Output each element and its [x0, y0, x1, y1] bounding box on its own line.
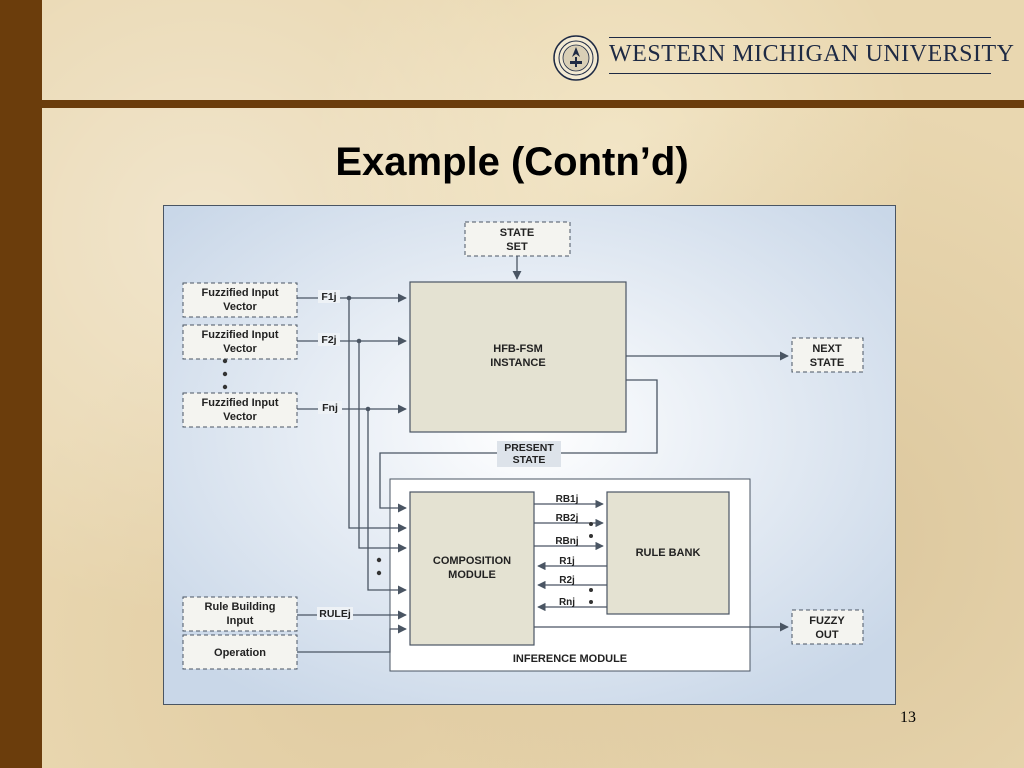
fnj-label: Fnj — [322, 402, 338, 414]
hfb-fsm-instance-box — [409, 281, 627, 433]
present-state-label-line-1: PRESENT — [504, 442, 554, 454]
fuzzy-out-label-line-1: FUZZY — [809, 615, 845, 627]
ellipsis-dot — [222, 371, 228, 377]
f1j-label-bg — [318, 290, 340, 303]
fnj-label-bg — [318, 401, 342, 414]
rule-bank-label: RULE BANK — [636, 547, 701, 559]
rule-building-input-line-1: Rule Building — [205, 601, 276, 613]
state-set-label-line-1: STATE — [500, 227, 534, 239]
state-set-label-line-2: SET — [506, 241, 528, 253]
fuzzified-input-2-line-2: Vector — [223, 343, 257, 355]
composition-module-box — [409, 491, 535, 646]
hfb-fsm-label-line-2: INSTANCE — [490, 357, 545, 369]
operation-line — [297, 624, 407, 653]
fuzzified-input-n-line-2: Vector — [223, 411, 257, 423]
left-bar — [0, 0, 42, 768]
fuzzified-input-2-line-1: Fuzzified Input — [202, 329, 279, 341]
rule-building-input-box — [182, 596, 298, 632]
fuzzified-input-1-line-1: Fuzzified Input — [202, 287, 279, 299]
fuzzy-out-box — [791, 609, 864, 645]
ellipsis-dot — [589, 588, 593, 592]
logo-rule-top — [609, 37, 991, 38]
composition-module-label-line-1: COMPOSITION — [433, 555, 511, 567]
r2j-label: R2j — [559, 575, 575, 586]
next-state-box — [791, 337, 864, 373]
ellipsis-dot — [376, 570, 382, 576]
fuzzified-input-2-box — [182, 324, 298, 360]
operation-box — [182, 634, 298, 670]
operation-label: Operation — [214, 647, 266, 659]
rule-bank-box — [606, 491, 730, 615]
ellipsis-dot — [589, 600, 593, 604]
fuzzy-out-label-line-2: OUT — [815, 629, 839, 641]
f1j-label: F1j — [321, 291, 336, 303]
logo-rule-bottom — [609, 73, 991, 74]
next-state-label-line-1: NEXT — [812, 343, 842, 355]
rulej-label-bg — [317, 607, 353, 620]
university-seal-icon — [553, 35, 599, 81]
page-number: 13 — [900, 709, 916, 726]
r1j-label: R1j — [559, 556, 575, 567]
hfb-fsm-diagram: INFERENCE MODULE STATE SET HFB-FSM INSTA… — [163, 205, 896, 705]
ellipsis-dot — [376, 557, 382, 563]
rb1j-label: RB1j — [556, 494, 579, 505]
inference-module-label: INFERENCE MODULE — [513, 653, 627, 665]
composition-module-label-line-2: MODULE — [448, 569, 496, 581]
header-rule — [42, 100, 1024, 108]
present-state-label-bg — [497, 441, 561, 467]
next-state-label-line-2: STATE — [810, 357, 844, 369]
f2j-branch-line — [358, 341, 407, 553]
present-state-label-line-2: STATE — [513, 454, 546, 466]
fuzzified-input-n-box — [182, 392, 298, 428]
rule-building-input-line-2: Input — [227, 615, 254, 627]
ellipsis-dot — [589, 522, 593, 526]
university-logo: WESTERN MICHIGAN UNIVERSITY — [553, 33, 1014, 83]
hfb-fsm-label-line-1: HFB-FSM — [493, 343, 543, 355]
rnj-label: Rnj — [559, 597, 575, 608]
f2j-label-bg — [318, 333, 340, 346]
rbnj-label: RBnj — [555, 536, 579, 547]
f2j-label: F2j — [321, 334, 336, 346]
university-name: WESTERN MICHIGAN UNIVERSITY — [609, 41, 1015, 67]
rulej-label: RULEj — [319, 608, 351, 620]
fnj-branch-line — [367, 409, 407, 595]
fuzzified-input-n-line-1: Fuzzified Input — [202, 397, 279, 409]
fuzzified-input-1-box — [182, 282, 298, 318]
ellipsis-dot — [589, 534, 593, 538]
ellipsis-dot — [222, 384, 228, 390]
ellipsis-dot — [222, 358, 228, 364]
rb2j-label: RB2j — [556, 513, 579, 524]
slide-title: Example (Contn’d) — [335, 140, 689, 184]
fuzzified-input-1-line-2: Vector — [223, 301, 257, 313]
f1j-branch-line — [348, 298, 407, 533]
